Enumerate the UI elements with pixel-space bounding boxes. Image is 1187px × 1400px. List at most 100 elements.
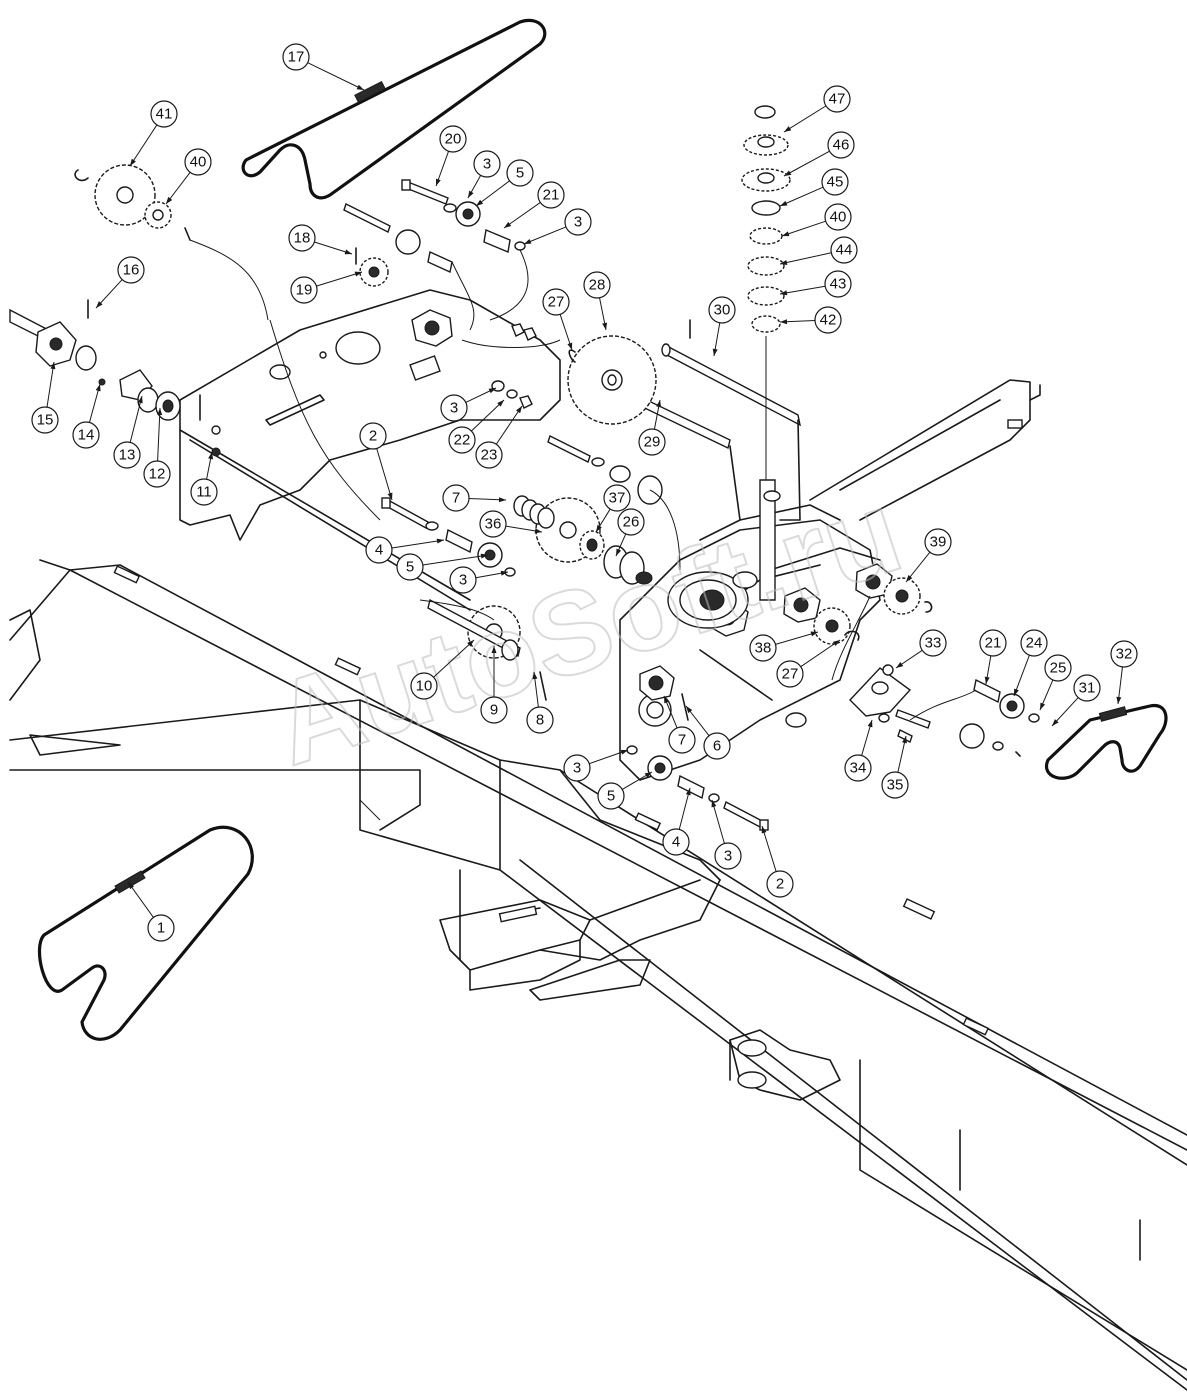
callout-number: 23 [481, 447, 498, 464]
callout-arrowhead [524, 239, 532, 244]
sprocket-9 [501, 639, 519, 661]
callout-leader-line [678, 787, 691, 830]
callout-bubble [480, 696, 508, 724]
sprocket-41 [74, 164, 172, 226]
callout-arrowhead [761, 826, 767, 834]
callout-leader-line [1013, 654, 1030, 697]
sprocket-37 [579, 530, 605, 560]
callout-arrowhead [356, 84, 364, 90]
callout-bubble [1073, 674, 1101, 702]
callout-bubble [844, 754, 872, 782]
callout-arrowhead [532, 672, 538, 680]
callout-number: 3 [574, 214, 582, 231]
callout-arrowhead [644, 772, 652, 778]
callout-bubble [117, 256, 145, 284]
callout-25: 25 [1039, 654, 1072, 711]
callout-number: 7 [678, 732, 686, 749]
callout-arrowhead [596, 524, 602, 532]
callout-bubble [506, 159, 534, 187]
callout-29: 29 [638, 399, 666, 456]
callout-leader-line [307, 62, 365, 91]
callout-number: 46 [833, 137, 850, 154]
callout-leader-line [783, 150, 830, 177]
callout-bubble [924, 528, 952, 556]
callout-5: 5 [597, 771, 653, 810]
callout-arrowhead [620, 749, 628, 755]
callout-arrowhead [1116, 696, 1122, 704]
callout-arrowhead [1052, 719, 1059, 726]
chain-1 [37, 825, 254, 1041]
callout-number: 6 [713, 738, 721, 755]
callout-arrowhead [208, 452, 214, 460]
callout-bubble [526, 706, 554, 734]
callout-bubble [184, 148, 212, 176]
callout-bubble [824, 203, 852, 231]
callout-3: 3 [467, 150, 501, 199]
callout-bubble [537, 181, 565, 209]
callout-31: 31 [1051, 674, 1101, 727]
callout-number: 32 [1116, 646, 1133, 663]
callout-arrowhead [468, 190, 474, 198]
callout-bubble [290, 276, 318, 304]
sprocket-39 [883, 577, 933, 615]
callout-number: 11 [196, 484, 212, 501]
callout-arrowhead [500, 570, 508, 576]
callout-arrowhead [344, 249, 352, 255]
callout-bubble [814, 306, 842, 334]
callout-46: 46 [783, 131, 855, 177]
callout-3: 3 [563, 749, 629, 782]
callout-leader-line [433, 639, 475, 678]
callout-bubble [919, 629, 947, 657]
callout-bubble [473, 150, 501, 178]
frame-arm-right [809, 379, 1041, 521]
callout-number: 33 [925, 635, 942, 652]
callout-10: 10 [410, 639, 475, 700]
callout-12: 12 [143, 407, 171, 488]
callout-number: 40 [830, 209, 847, 226]
callout-leader-line [471, 399, 505, 432]
callout-leader-line [711, 799, 725, 844]
callout-number: 3 [459, 572, 467, 589]
callout-44: 44 [779, 236, 858, 265]
callout-number: 39 [930, 534, 947, 551]
callout-17: 17 [282, 43, 365, 91]
bolt-stack-right [959, 678, 1040, 757]
callout-bubble [410, 672, 438, 700]
callout-15: 15 [31, 361, 59, 434]
callout-bubble [440, 394, 468, 422]
callout-number: 5 [516, 165, 524, 182]
callout-bubble [439, 125, 467, 153]
chain-32 [1044, 703, 1168, 780]
callout-bubble [823, 85, 851, 113]
callout-arrowhead [782, 231, 790, 237]
callout-bubble [288, 224, 316, 252]
callout-bubble [1044, 654, 1072, 682]
callout-number: 13 [119, 447, 136, 464]
callout-arrowhead [137, 396, 143, 404]
callout-bubble [563, 754, 591, 782]
callout-leader-line [129, 124, 158, 167]
callout-bubble [1020, 629, 1048, 657]
callout-leader-line [129, 395, 143, 443]
callout-bubble [449, 566, 477, 594]
callout-bubble [282, 43, 310, 71]
callout-27: 27 [542, 288, 573, 351]
callout-3: 3 [440, 387, 497, 422]
callout-number: 21 [985, 635, 1002, 652]
tensioner-hub [667, 490, 781, 629]
callout-arrowhead [516, 406, 522, 414]
callout-leader-line [800, 639, 841, 668]
callout-13: 13 [113, 395, 143, 469]
callout-arrowhead [50, 362, 56, 370]
callout-leader-line [495, 405, 523, 445]
callout-bubble [31, 406, 59, 434]
callout-number: 9 [490, 702, 498, 719]
callout-21: 21 [503, 181, 565, 229]
callout-bubble [564, 208, 592, 236]
pins [355, 247, 689, 721]
callout-bubble [714, 842, 742, 870]
callout-bubble [603, 484, 631, 512]
callout-number: 3 [724, 848, 732, 865]
callout-number: 35 [887, 777, 904, 794]
callout-34: 34 [844, 719, 873, 782]
